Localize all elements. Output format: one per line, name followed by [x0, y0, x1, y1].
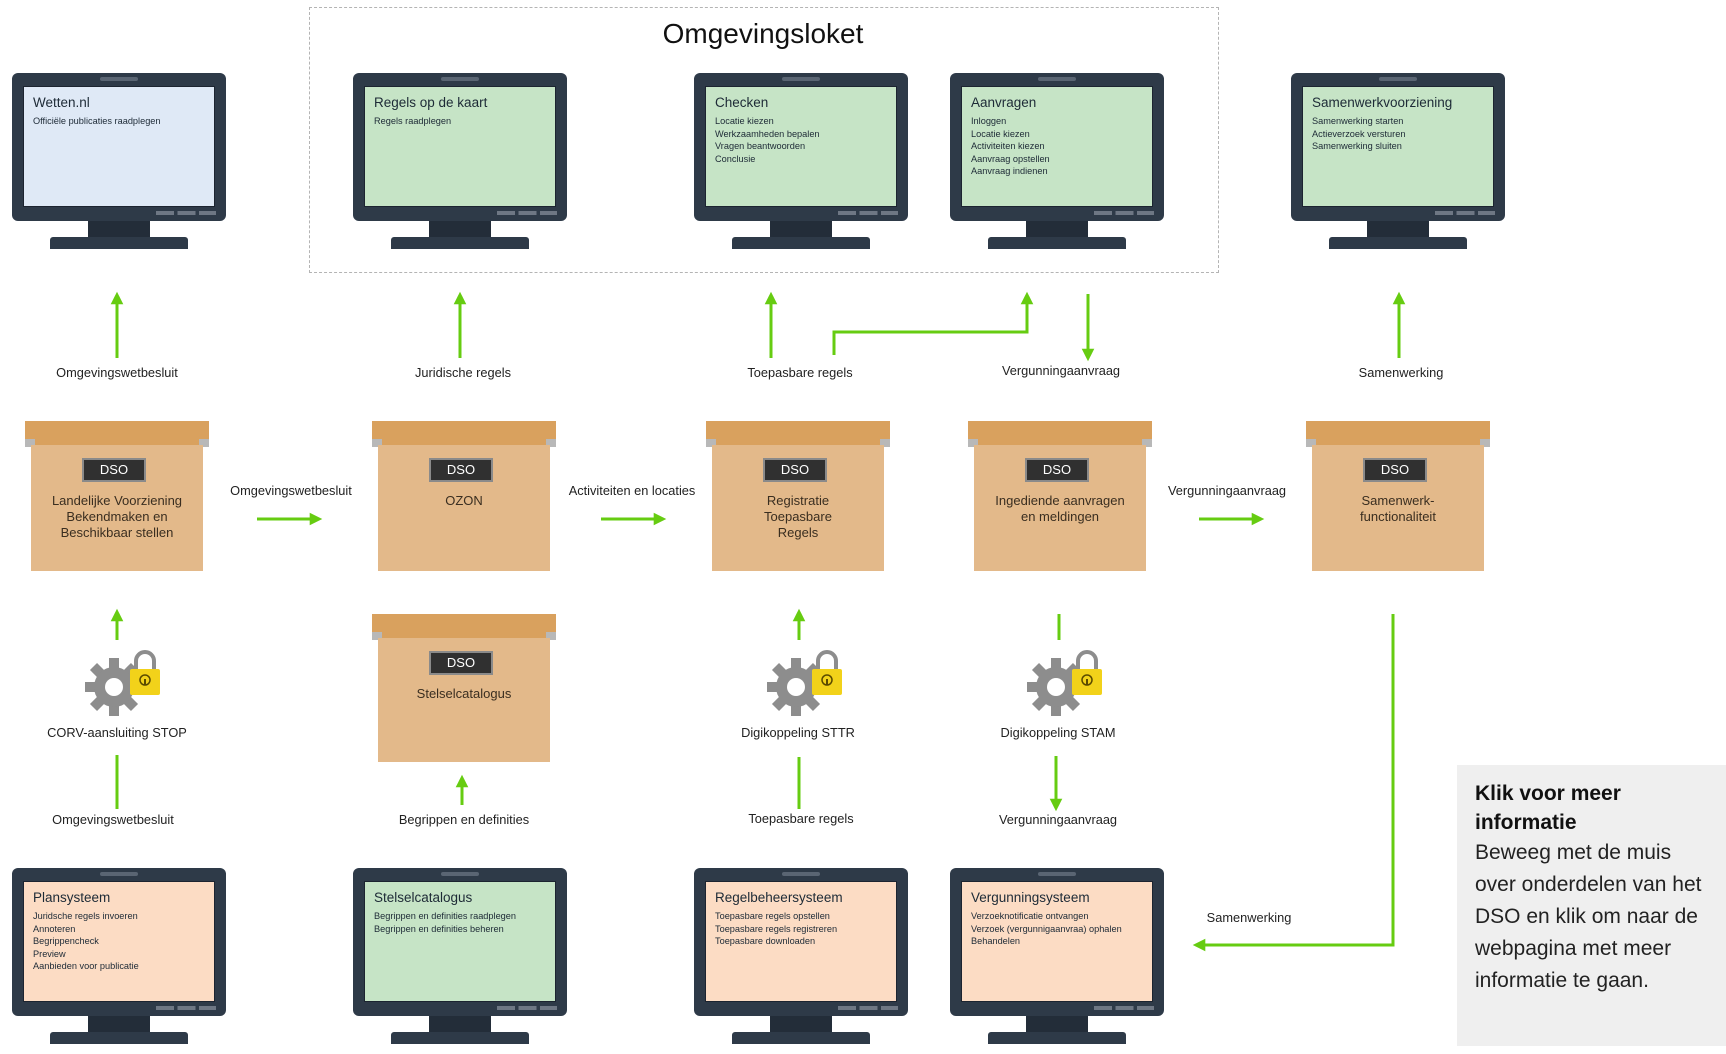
monitor-screen: Checken Locatie kiezen Werkzaamheden bep…	[705, 86, 897, 207]
info-title: Klik voor meer informatie	[1475, 782, 1621, 834]
monitor-screen: Wetten.nl Officiële publicaties raadpleg…	[23, 86, 215, 207]
box-label: OZON	[445, 493, 483, 508]
box-label: Landelijke Voorziening Bekendmaken en Be…	[51, 493, 183, 540]
screen-line: Begrippencheck	[33, 936, 99, 947]
monitor-screen: Stelselcatalogus Begrippen en definities…	[364, 881, 556, 1002]
dso-box-ozon[interactable]: DSO OZON	[372, 421, 556, 571]
screen-line: Begrippen en definities beheren	[374, 923, 504, 934]
monitor-samenwerkvoorziening[interactable]: Samenwerkvoorziening Samenwerking starte…	[1291, 73, 1505, 259]
info-panel: Klik voor meer informatie Beweeg met de …	[1457, 765, 1726, 1046]
connector-label: Begrippen en definities	[398, 812, 530, 827]
monitor-checken[interactable]: Checken Locatie kiezen Werkzaamheden bep…	[694, 73, 908, 259]
arrow-samenwerking	[1192, 614, 1395, 952]
connector-label: Toepasbare regels	[748, 811, 854, 826]
connector-label: Activiteiten en locaties	[568, 483, 696, 498]
info-text: Beweeg met de muis over onderdelen van h…	[1475, 841, 1702, 992]
monitor-vergunningsysteem[interactable]: Vergunningsysteem Verzoeknotificatie ont…	[950, 868, 1164, 1054]
monitor-regelbeheersysteem[interactable]: Regelbeheersysteem Toepasbare regels ops…	[694, 868, 908, 1054]
connector-label: Vergunningaanvraag	[1167, 483, 1287, 498]
screen-line: Conclusie	[715, 153, 756, 164]
connector-label: Samenwerking	[1358, 365, 1444, 380]
dso-badge: DSO	[763, 458, 827, 482]
connector-label: Toepasbare regels	[747, 365, 853, 380]
box-label: Stelselcatalogus	[416, 686, 512, 701]
monitor-regels-op-de-kaart[interactable]: Regels op de kaart Regels raadplegen	[353, 73, 567, 259]
screen-line: Actieverzoek versturen	[1312, 128, 1406, 139]
screen-line: Toepasbare regels opstellen	[715, 911, 830, 921]
gear-lock-icon	[85, 650, 160, 716]
monitor-title: Wetten.nl	[33, 95, 90, 110]
gear-lock-icon	[1027, 650, 1102, 716]
monitor-stelselcatalogus[interactable]: Stelselcatalogus Begrippen en definities…	[353, 868, 567, 1054]
screen-line: Begrippen en definities raadplegen	[374, 911, 517, 921]
monitor-screen: Plansysteem Juridsche regels invoeren An…	[23, 881, 215, 1002]
connector-label: Juridische regels	[414, 365, 512, 380]
screen-line: Locatie kiezen	[715, 116, 774, 126]
dso-box-registratie-toepasbare-regels[interactable]: DSO Registratie Toepasbare Regels	[706, 421, 890, 571]
connector-label: Omgevingswetbesluit	[52, 812, 174, 827]
screen-line: Inloggen	[971, 116, 1007, 126]
box-label: Registratie Toepasbare Regels	[764, 493, 832, 540]
arrow-elbow	[832, 291, 1034, 355]
connector-label: Omgevingswetbesluit	[230, 483, 352, 498]
gear-lock-icon	[767, 650, 842, 716]
monitor-screen: Regels op de kaart Regels raadplegen	[364, 86, 556, 207]
monitor-title: Checken	[715, 95, 769, 110]
monitor-title: Stelselcatalogus	[374, 890, 473, 905]
connector-label: Digikoppeling STTR	[741, 725, 855, 740]
monitor-screen: Samenwerkvoorziening Samenwerking starte…	[1302, 86, 1494, 207]
screen-line: Aanbieden voor publicatie	[33, 961, 139, 972]
screen-line: Verzoek (vergunnigaanvraa) ophalen	[971, 923, 1122, 934]
dso-badge: DSO	[82, 458, 146, 482]
omgevingsloket-group	[309, 7, 1219, 273]
dso-badge: DSO	[1363, 458, 1427, 482]
screen-line: Aanvraag opstellen	[971, 153, 1050, 164]
connector-label: CORV-aansluiting STOP	[47, 725, 187, 740]
monitor-title: Regelbeheersysteem	[715, 890, 843, 905]
screen-line: Annoteren	[33, 923, 76, 934]
dso-badge: DSO	[1025, 458, 1089, 482]
monitor-screen: Regelbeheersysteem Toepasbare regels ops…	[705, 881, 897, 1002]
monitor-title: Aanvragen	[971, 95, 1037, 110]
connector-label: Vergunningaanvraag	[1001, 363, 1121, 378]
screen-line: Samenwerking starten	[1312, 116, 1404, 126]
monitor-screen: Vergunningsysteem Verzoeknotificatie ont…	[961, 881, 1153, 1002]
dso-badge: DSO	[429, 458, 493, 482]
screen-line: Aanvraag indienen	[971, 166, 1048, 177]
connector-label: Omgevingswetbesluit	[56, 365, 178, 380]
connector-label: Digikoppeling STAM	[1000, 725, 1116, 740]
monitor-title: Vergunningsysteem	[971, 890, 1090, 905]
screen-line: Regels raadplegen	[374, 116, 452, 126]
box-label: Samenwerk- functionaliteit	[1360, 493, 1436, 524]
dso-box-ingediende-aanvragen[interactable]: DSO Ingediende aanvragen en meldingen	[968, 421, 1152, 571]
dso-box-samenwerkfunctionaliteit[interactable]: DSO Samenwerk- functionaliteit	[1306, 421, 1490, 571]
screen-line: Locatie kiezen	[971, 128, 1030, 139]
screen-line: Behandelen	[971, 936, 1021, 947]
monitor-title: Samenwerkvoorziening	[1312, 95, 1453, 110]
monitor-title: Plansysteem	[33, 890, 111, 905]
screen-line: Verzoeknotificatie ontvangen	[971, 911, 1089, 921]
screen-line: Toepasbare regels registreren	[715, 923, 838, 934]
group-title: Omgevingsloket	[662, 18, 864, 49]
monitor-plansysteem[interactable]: Plansysteem Juridsche regels invoeren An…	[12, 868, 226, 1054]
screen-line: Werkzaamheden bepalen	[715, 128, 820, 139]
screen-line: Activiteiten kiezen	[971, 141, 1045, 152]
connector-label: Samenwerking	[1206, 910, 1292, 925]
screen-line: Juridsche regels invoeren	[33, 911, 138, 921]
monitor-title: Regels op de kaart	[374, 95, 488, 110]
screen-line: Officiële publicaties raadplegen	[33, 116, 161, 126]
connector-label: Vergunningaanvraag	[998, 812, 1118, 827]
monitor-wetten[interactable]: Wetten.nl Officiële publicaties raadpleg…	[12, 73, 226, 259]
box-label: Ingediende aanvragen en meldingen	[995, 493, 1125, 524]
monitor-aanvragen[interactable]: Aanvragen Inloggen Locatie kiezen Activi…	[950, 73, 1164, 259]
screen-line: Vragen beantwoorden	[715, 141, 806, 152]
screen-line: Toepasbare downloaden	[715, 936, 816, 947]
screen-line: Preview	[33, 948, 66, 959]
monitor-screen: Aanvragen Inloggen Locatie kiezen Activi…	[961, 86, 1153, 207]
dso-badge: DSO	[429, 651, 493, 675]
dso-box-lvbb[interactable]: DSO Landelijke Voorziening Bekendmaken e…	[25, 421, 209, 571]
dso-box-stelselcatalogus[interactable]: DSO Stelselcatalogus	[372, 614, 556, 762]
screen-line: Samenwerking sluiten	[1312, 141, 1402, 152]
